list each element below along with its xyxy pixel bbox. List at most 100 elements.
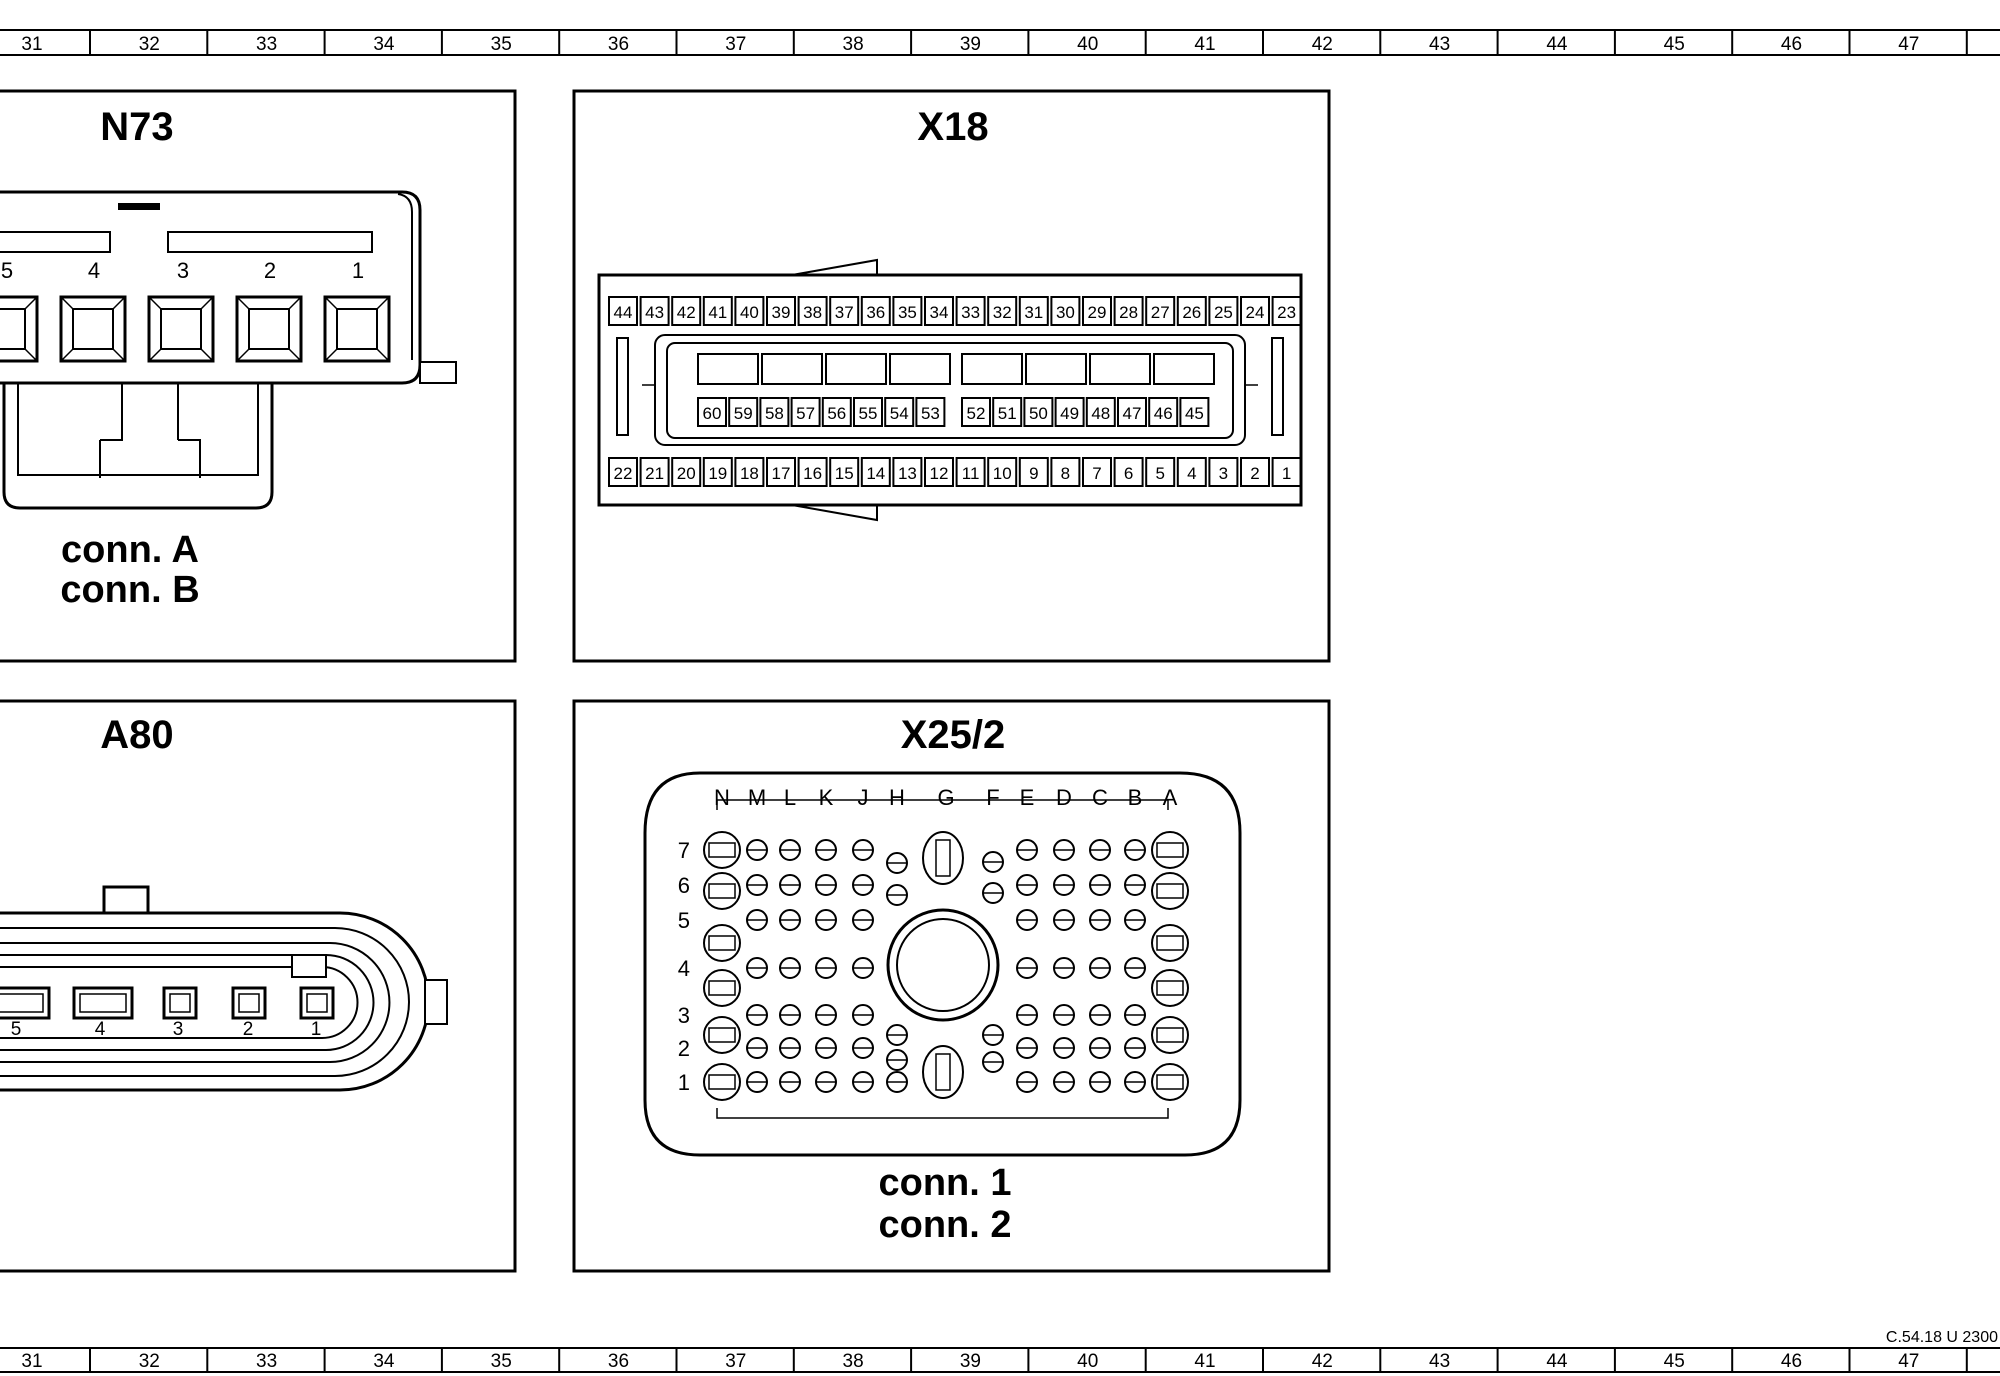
x18-pin-label: 15 — [835, 464, 854, 483]
x25-large-contact — [1151, 969, 1189, 1007]
x18-pin-label: 34 — [930, 303, 949, 322]
x25-small-contact — [1089, 839, 1111, 861]
x18-pin-cell — [853, 397, 883, 427]
ruler-label: 36 — [608, 34, 629, 55]
x18-pin-label: 10 — [993, 464, 1012, 483]
x18-pin-cell — [1085, 397, 1116, 427]
x25-small-contact — [815, 957, 837, 979]
x18-pin-cell — [892, 296, 923, 326]
x18-pin-label: 30 — [1056, 303, 1075, 322]
x18-pin-cell — [671, 457, 702, 487]
x18-pin-label: 17 — [772, 464, 791, 483]
x25-small-contact — [1089, 874, 1111, 896]
x18-pin-cell — [734, 296, 765, 326]
x18-pin-cell — [1145, 296, 1176, 326]
x25-small-contact — [1016, 1071, 1038, 1093]
ruler-label: 33 — [256, 34, 277, 55]
x18-pin-label: 16 — [803, 464, 822, 483]
x25-small-contact — [815, 1004, 837, 1026]
a80-connector-body — [0, 885, 448, 1092]
x18-pin-label: 45 — [1185, 404, 1204, 423]
x25-small-contact — [1124, 874, 1146, 896]
ruler-label: 35 — [491, 34, 512, 55]
x25-small-contact — [1016, 839, 1038, 861]
x18-pin-cell — [860, 296, 891, 326]
x18-pin-cell — [639, 296, 670, 326]
x25-small-contact — [852, 1071, 874, 1093]
x18-pin-cell — [1054, 397, 1085, 427]
n73-pin-cavity — [59, 295, 127, 363]
x25-small-contact — [815, 874, 837, 896]
x18-pin-label: 41 — [708, 303, 727, 322]
x18-pin-label: 19 — [708, 464, 727, 483]
x18-pin-cell — [1082, 296, 1112, 326]
x25-large-contact — [703, 1063, 741, 1101]
x25-row-label: 2 — [678, 1036, 690, 1061]
n73-pin-cavity — [0, 295, 39, 363]
x18-pin-label: 52 — [967, 404, 986, 423]
x18-pin-label: 51 — [998, 404, 1017, 423]
ruler-label: 37 — [725, 34, 746, 55]
x18-pin-label: 37 — [835, 303, 854, 322]
x18-pin-label: 33 — [961, 303, 980, 322]
x25-column-label: L — [784, 785, 796, 810]
x25-small-contact — [852, 874, 874, 896]
x18-pin-label: 7 — [1092, 464, 1101, 483]
x25-column-label: B — [1128, 785, 1143, 810]
x18-pin-cell — [1208, 457, 1239, 487]
x25-small-contact — [1124, 1004, 1146, 1026]
x18-pin-label: 14 — [866, 464, 885, 483]
x18-pin-cell — [608, 457, 638, 487]
x25-small-contact — [746, 909, 768, 931]
x25-small-contact — [815, 1071, 837, 1093]
x25-large-contact — [703, 969, 741, 1007]
x25-small-contact — [746, 1004, 768, 1026]
x25-small-contact — [886, 1024, 908, 1046]
x18-pin-label: 18 — [740, 464, 759, 483]
x18-pin-cell — [992, 397, 1023, 427]
x25-small-contact — [886, 852, 908, 874]
n73-pin-label: 5 — [1, 258, 13, 283]
ruler-label: 46 — [1781, 1351, 1802, 1372]
x18-pin-label: 48 — [1091, 404, 1110, 423]
n73-pin-cavity — [323, 295, 391, 363]
x18-pin-cell — [1271, 296, 1302, 326]
x18-pin-label: 38 — [803, 303, 822, 322]
x25-small-contact — [1089, 1004, 1111, 1026]
ruler-label: 45 — [1664, 34, 1685, 55]
a80-pin-label: 2 — [243, 1019, 254, 1040]
x18-pin-label: 27 — [1151, 303, 1170, 322]
x18-pin-label: 43 — [645, 303, 664, 322]
a80-pin-cavity — [162, 986, 198, 1020]
x18-pin-cell — [860, 457, 891, 487]
x25-small-contact — [746, 1037, 768, 1059]
x25-column-label: C — [1092, 785, 1108, 810]
x18-pin-cell — [1023, 397, 1054, 427]
x25-small-contact — [779, 1071, 801, 1093]
x18-pin-label: 2 — [1250, 464, 1259, 483]
x18-pin-cell — [1145, 457, 1176, 487]
x18-pin-label: 55 — [859, 404, 878, 423]
panel-title-a80: A80 — [100, 713, 173, 757]
x18-pin-label: 60 — [703, 404, 722, 423]
x18-connector-body — [597, 258, 1303, 522]
x18-pin-label: 53 — [921, 404, 940, 423]
x18-pin-cell — [955, 296, 986, 326]
x18-pin-cell — [1176, 457, 1207, 487]
x25-small-contact — [886, 1049, 908, 1071]
ruler-label: 43 — [1429, 1351, 1450, 1372]
x25-small-contact — [852, 1037, 874, 1059]
x25-large-contact — [703, 831, 741, 869]
x18-pin-cell — [924, 296, 954, 326]
ruler-label: 32 — [139, 1351, 160, 1372]
x25-row-label: 5 — [678, 908, 690, 933]
x25-small-contact — [1124, 957, 1146, 979]
x25-small-contact — [1124, 1071, 1146, 1093]
x18-pin-cell — [1050, 457, 1081, 487]
x18-pin-label: 44 — [614, 303, 633, 322]
ruler-label: 41 — [1194, 1351, 1215, 1372]
x25-small-contact — [1053, 909, 1075, 931]
n73-conn-line-2: conn. B — [60, 569, 199, 611]
x18-pin-cell — [702, 457, 733, 487]
